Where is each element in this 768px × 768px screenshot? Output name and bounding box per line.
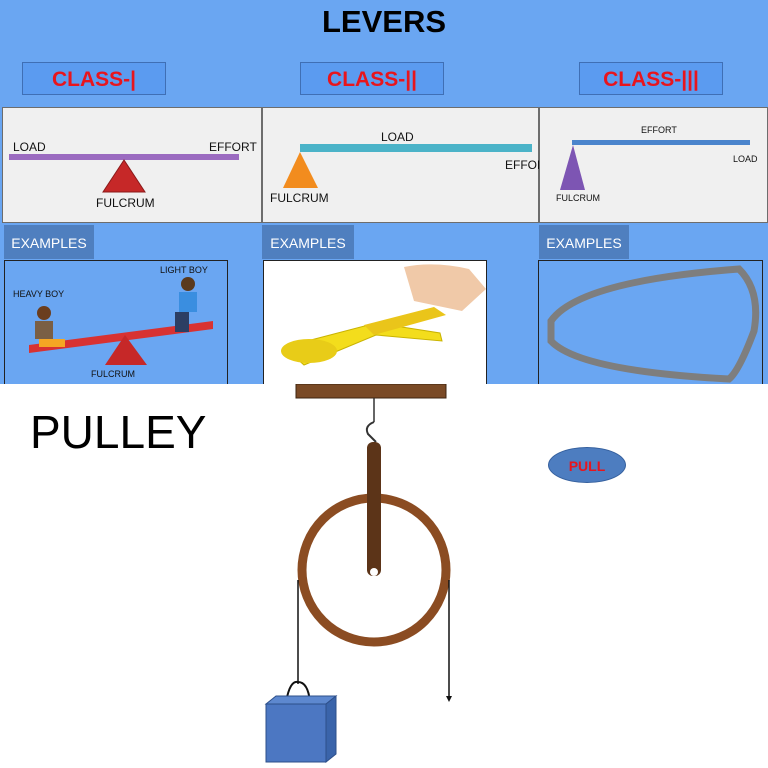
class-3-label: CLASS-|||: [579, 62, 723, 95]
tongs-shape: [547, 265, 760, 383]
heavy-boy-legs: [39, 339, 65, 347]
load-label: LOAD: [381, 130, 414, 144]
squeezer-bowl: [281, 339, 337, 363]
class-1-lever-svg: [9, 154, 239, 193]
seesaw-illustration: [29, 277, 213, 365]
class-1-diagram: LOAD EFFORT FULCRUM: [2, 107, 262, 223]
lever-beam: [572, 140, 750, 145]
heavy-boy-label: HEAVY BOY: [13, 289, 65, 299]
pulley-title: PULLEY: [30, 406, 207, 458]
examples-label-1: EXAMPLES: [4, 225, 94, 259]
hook-icon: [365, 421, 377, 443]
lever-beam: [300, 144, 532, 152]
hand-shape: [404, 264, 486, 311]
seesaw-plank: [29, 321, 213, 353]
load-hook: [285, 680, 311, 703]
fulcrum-triangle: [102, 159, 146, 193]
seesaw-fulcrum: [105, 335, 147, 365]
fulcrum-label: FULCRUM: [96, 196, 155, 210]
heavy-boy-body: [35, 321, 53, 339]
class-2-label: CLASS-||: [300, 62, 444, 95]
light-boy-label: LIGHT BOY: [160, 265, 208, 275]
load-block-top: [264, 695, 338, 705]
pulley-illustration: [264, 384, 452, 764]
heavy-boy-head: [37, 306, 51, 320]
load-block-side: [325, 694, 337, 764]
fulcrum-triangle: [283, 152, 318, 188]
tongs-illustration: [547, 265, 760, 383]
class-2-diagram: LOAD EFFORT FULCRUM: [262, 107, 553, 223]
load-label: LOAD: [13, 140, 46, 154]
lemon-squeezer-illustration: [281, 264, 486, 366]
tongs-example: [538, 260, 763, 384]
lemon-squeezer-example: [263, 260, 487, 384]
page-title: LEVERS: [321, 4, 447, 39]
squeezer-upper-arm: [364, 307, 446, 335]
light-boy-legs: [175, 312, 189, 332]
class-1-label: CLASS-|: [22, 62, 166, 95]
pull-button[interactable]: PULL: [548, 447, 626, 483]
light-boy-head: [181, 277, 195, 291]
examples-label-3: EXAMPLES: [539, 225, 629, 259]
fulcrum-label: FULCRUM: [556, 193, 600, 203]
effort-label: EFFORT: [209, 140, 257, 154]
effort-label: EFFORT: [641, 125, 677, 135]
lever-beam: [9, 154, 239, 160]
ceiling-beam: [295, 384, 447, 399]
load-label: LOAD: [733, 154, 758, 164]
pull-arrow-icon: [446, 696, 452, 702]
fulcrum-label: FULCRUM: [270, 191, 329, 205]
axle-pin: [370, 568, 378, 576]
fulcrum-triangle: [560, 145, 585, 190]
examples-label-2: EXAMPLES: [262, 225, 354, 259]
light-boy-body: [179, 292, 197, 312]
seesaw-fulcrum-label: FULCRUM: [91, 369, 135, 379]
class-3-lever-svg: [560, 140, 750, 190]
load-block: [265, 703, 327, 763]
class-3-diagram: EFFORT LOAD FULCRUM: [539, 107, 768, 223]
class-2-lever-svg: [283, 144, 532, 188]
seesaw-example: HEAVY BOY LIGHT BOY FULCRUM: [4, 260, 228, 384]
pulley-axle-strap: [367, 442, 381, 576]
